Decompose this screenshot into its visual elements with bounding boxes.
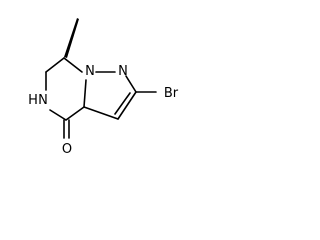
bond-c4-c3a xyxy=(65,106,85,121)
bond-n-pyrazole-c2 xyxy=(125,75,137,93)
atom-n-amide: N xyxy=(38,93,48,108)
bond-c2-c3-inner xyxy=(114,92,131,115)
atom-h-amide: H xyxy=(28,93,38,108)
atom-oxygen: O xyxy=(62,142,72,157)
bond-n-amide-c4 xyxy=(49,109,67,121)
bond-c2-c3-outer xyxy=(117,91,137,120)
atom-bromine: Br xyxy=(164,86,179,101)
methyl-wedge-bond xyxy=(64,18,79,58)
bond-c7-n xyxy=(63,57,83,73)
bond-c3-c3a xyxy=(83,106,119,120)
molecule-structure: N N N H O Br xyxy=(28,18,179,157)
bond-c7-c6 xyxy=(45,57,65,73)
atom-n-ring: N xyxy=(85,64,95,79)
atom-n-pyrazole: N xyxy=(118,64,128,79)
bond-c3a-n-ring xyxy=(83,79,87,108)
